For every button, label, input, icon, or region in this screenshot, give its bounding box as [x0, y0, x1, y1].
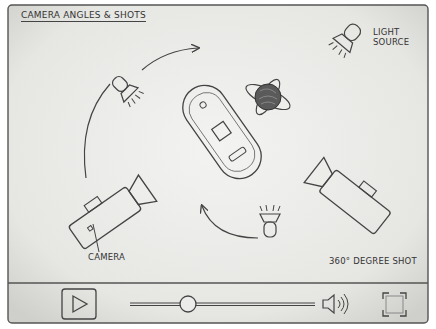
seek-slider — [130, 303, 315, 306]
light-source-label: LIGHT SOURCE — [373, 28, 419, 48]
play-icon — [73, 296, 87, 312]
moving-light — [260, 205, 280, 237]
speaker-icon — [323, 295, 334, 313]
moving-light — [108, 72, 145, 109]
subject-object — [243, 76, 293, 118]
frame — [8, 5, 428, 323]
leader-line — [93, 224, 99, 252]
shot-type-label: 360° DEGREE SHOT — [329, 257, 424, 267]
fullscreen-icon — [383, 293, 406, 316]
sketch-title: CAMERA ANGLES & SHOTS — [21, 10, 146, 22]
video-camera — [304, 153, 396, 237]
light-source-lamp — [327, 19, 366, 59]
player-divider — [8, 282, 428, 283]
motion-arc — [84, 84, 110, 178]
play-button — [62, 289, 96, 319]
sound-waves — [338, 294, 348, 314]
slider-knob — [180, 296, 196, 312]
fullscreen-box — [386, 296, 403, 313]
motion-arrow — [202, 206, 258, 238]
video-camera — [64, 170, 157, 251]
motion-arrow — [142, 48, 198, 70]
camera-label: CAMERA — [88, 253, 148, 263]
